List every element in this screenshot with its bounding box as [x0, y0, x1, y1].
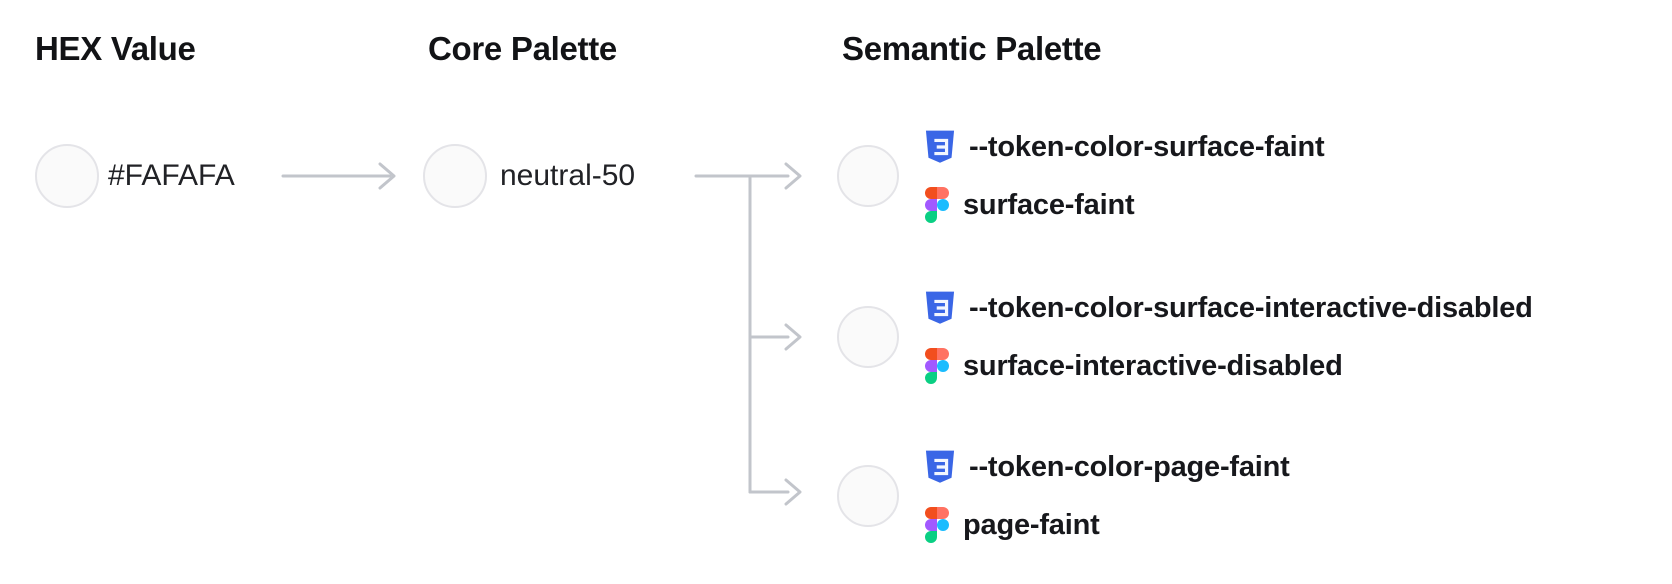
- arrowhead-branch-3: [784, 478, 802, 506]
- css-token-name: --token-color-page-faint: [969, 450, 1290, 483]
- arrowhead-branch-1: [784, 162, 802, 190]
- css-token-line: --token-color-surface-faint: [925, 124, 1325, 170]
- figma-logo-icon: [925, 187, 949, 223]
- hex-value-label: #FAFAFA: [108, 159, 235, 192]
- css-token-name: --token-color-surface-interactive-disabl…: [969, 291, 1533, 324]
- css-token-name: --token-color-surface-faint: [969, 130, 1325, 163]
- css3-shield-icon: [925, 291, 955, 325]
- arrowhead-hex-to-core: [378, 162, 396, 190]
- css-token-line: --token-color-surface-interactive-disabl…: [925, 285, 1533, 331]
- figma-token-line: surface-faint: [925, 182, 1325, 228]
- figma-token-name: surface-interactive-disabled: [963, 349, 1343, 382]
- figma-token-name: page-faint: [963, 508, 1100, 541]
- arrowhead-branch-2: [784, 323, 802, 351]
- semantic-item: --token-color-surface-faint surface-fain…: [925, 124, 1325, 228]
- figma-token-name: surface-faint: [963, 188, 1135, 221]
- figma-token-line: page-faint: [925, 502, 1290, 548]
- figma-logo-icon: [925, 507, 949, 543]
- semantic-swatch: [837, 306, 899, 368]
- semantic-item: --token-color-page-faint page-faint: [925, 444, 1290, 548]
- core-palette-label: neutral-50: [500, 159, 636, 192]
- column-header-hex: HEX Value: [35, 30, 196, 67]
- css3-shield-icon: [925, 130, 955, 164]
- hex-swatch: [35, 144, 99, 208]
- figma-logo-icon: [925, 348, 949, 384]
- column-header-core: Core Palette: [428, 30, 617, 67]
- semantic-swatch: [837, 465, 899, 527]
- css3-shield-icon: [925, 450, 955, 484]
- column-header-semantic: Semantic Palette: [842, 30, 1102, 67]
- core-swatch: [423, 144, 487, 208]
- semantic-item: --token-color-surface-interactive-disabl…: [925, 285, 1533, 389]
- semantic-swatch: [837, 145, 899, 207]
- figma-token-line: surface-interactive-disabled: [925, 343, 1533, 389]
- css-token-line: --token-color-page-faint: [925, 444, 1290, 490]
